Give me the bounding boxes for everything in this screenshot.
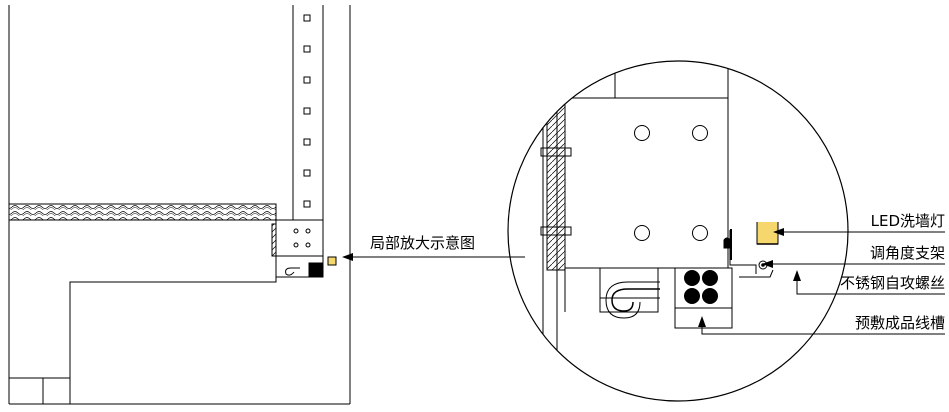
mini-trough-frame: [275, 255, 324, 278]
cable-trough-frame: [674, 267, 733, 329]
mini-hook: [285, 267, 300, 276]
hook-compartment: [599, 267, 659, 299]
bracket-arm: [729, 230, 757, 274]
zoom-detail: [540, 61, 779, 401]
annotation-labels: LED洗墙灯 调角度支架 不锈钢自攻螺丝 预敷成品线槽: [840, 212, 945, 332]
mini-cable-bundle: [308, 262, 323, 277]
cable-4: [702, 288, 718, 304]
mini-box-bolts: [293, 228, 311, 248]
box-bolt-3: [634, 225, 650, 241]
ceiling-step-outline: [9, 219, 277, 404]
box-screw-detail: [723, 237, 731, 249]
leader-trough-arrow: [698, 316, 706, 327]
hook-pipe-outer: [605, 281, 660, 319]
mini-led-fixture: [327, 256, 337, 266]
zoom-arrow: [342, 253, 525, 261]
leader-screw: [796, 276, 945, 295]
mini-wall-panel: [271, 223, 277, 257]
overview-section: [8, 5, 351, 405]
cable-2: [702, 270, 718, 286]
label-stainless-screw: 不锈钢自攻螺丝: [840, 274, 945, 292]
bracket-foot: [739, 269, 774, 278]
cable-3: [684, 288, 700, 304]
wall-cladding: [546, 97, 566, 271]
zoom-label: 局部放大示意图: [370, 234, 475, 252]
leader-bracket-arrow: [762, 260, 773, 268]
box-bolt-4: [692, 225, 708, 241]
mini-light-box: [275, 219, 324, 257]
hook-pipe: [611, 288, 660, 312]
leader-lines: [698, 228, 945, 335]
leader-led-arrow: [773, 228, 784, 236]
light-box: [564, 97, 729, 269]
box-bolt-2: [692, 125, 708, 141]
label-led-wall-washer: LED洗墙灯: [871, 212, 945, 230]
box-bolt-1: [634, 125, 650, 141]
leader-screw-arrow: [793, 270, 801, 281]
cable-1: [684, 270, 700, 286]
side-fastener-bottom: [540, 226, 572, 236]
ceiling-slab: [8, 203, 277, 221]
strip-markers: [303, 14, 311, 208]
label-cable-trough: 预敷成品线槽: [855, 314, 945, 332]
zoom-circle: [507, 60, 849, 402]
side-fastener-top: [540, 147, 572, 157]
led-fixture: [756, 222, 779, 245]
label-angle-bracket: 调角度支架: [870, 244, 945, 262]
